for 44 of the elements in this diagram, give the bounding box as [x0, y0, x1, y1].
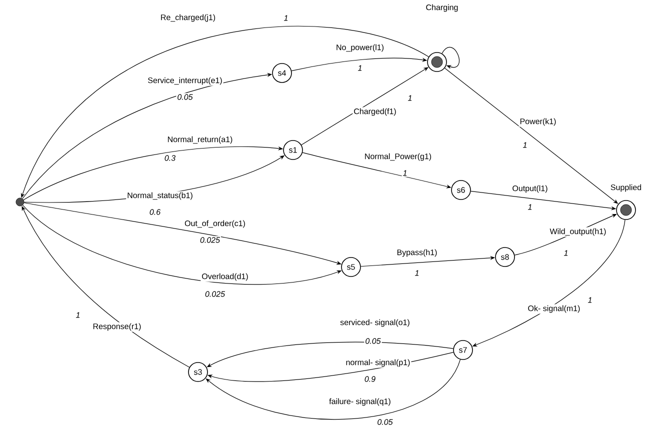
edge-label: Normal_status(b1)	[126, 191, 194, 201]
arrow	[24, 202, 342, 265]
probability-label: 1	[74, 311, 82, 319]
edge-label: serviced- signal(o1)	[339, 318, 411, 328]
edge-label: Service_interrupt(e1)	[146, 76, 224, 86]
probability-label: 0.9	[363, 375, 377, 383]
probability-label: 1	[282, 14, 290, 22]
edge-label: Normal_return(a1)	[166, 135, 234, 145]
edge-label: Bypass(h1)	[396, 248, 438, 258]
probability-label: 0.025	[204, 290, 226, 298]
edge-label: Charged(f1)	[352, 107, 398, 117]
edge-label: Output(l1)	[511, 184, 549, 194]
probability-label: 0.05	[376, 418, 394, 426]
probability-label: 1	[356, 64, 364, 72]
edge-label: Charging	[424, 3, 460, 13]
edge-label: Out_of_order(c1)	[184, 219, 246, 229]
probability-label: 0.025	[199, 236, 222, 244]
probability-label: 1	[414, 269, 420, 277]
probability-label: 0.05	[364, 337, 382, 345]
probability-label: 1	[406, 94, 414, 102]
edge-label: failure- signal(q1)	[328, 397, 392, 407]
probability-label: 1	[562, 249, 570, 257]
probability-label: 0.6	[148, 208, 162, 216]
final-state-circle	[427, 52, 447, 72]
arrow	[206, 359, 461, 420]
edge-label: Ok- signal(m1)	[526, 304, 582, 314]
edge-label: Overload(d1)	[200, 272, 250, 282]
final-state-circle	[616, 200, 636, 220]
probability-label: 1	[526, 203, 534, 211]
edge-label: Wild_output(h1)	[548, 227, 608, 237]
edge-label: No_power(l1)	[335, 43, 386, 53]
start-dot	[16, 198, 24, 206]
state-name: Supplied	[610, 184, 642, 192]
edge-label: Normal_Power(g1)	[363, 152, 433, 162]
probability-label: 1	[586, 296, 594, 304]
edge-label: Response(r1)	[92, 322, 142, 332]
edge-label: Re_charged(j1)	[159, 13, 217, 23]
arrow	[442, 47, 460, 70]
probability-label: 1	[522, 141, 528, 149]
edge-label: normal- signal(p1)	[344, 358, 412, 368]
probability-label: 0.05	[176, 93, 194, 101]
edge-label: Power(k1)	[518, 117, 558, 127]
probability-label: 1	[402, 169, 408, 177]
probability-label: 0.3	[163, 154, 177, 162]
